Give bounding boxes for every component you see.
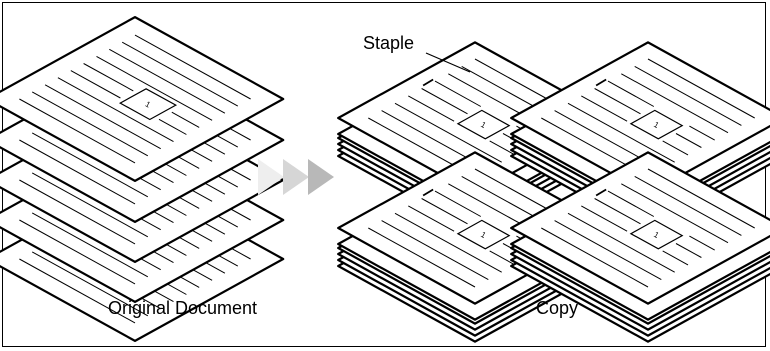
staple-mark bbox=[422, 188, 434, 197]
text-line bbox=[634, 175, 742, 236]
text-line bbox=[19, 98, 136, 164]
text-line bbox=[689, 235, 715, 251]
text-line bbox=[31, 172, 149, 238]
text-line bbox=[489, 140, 516, 156]
copy-sets: 21212121 bbox=[337, 41, 770, 343]
text-line bbox=[662, 140, 689, 156]
page-number-box bbox=[629, 219, 684, 250]
text-line bbox=[19, 179, 136, 245]
text-line bbox=[381, 220, 489, 281]
staple-mark bbox=[595, 78, 607, 87]
text-line bbox=[57, 77, 174, 143]
staple-mark bbox=[422, 78, 434, 87]
text-line bbox=[109, 48, 226, 114]
original-document-label: Original Document bbox=[108, 298, 258, 318]
text-line bbox=[394, 102, 502, 163]
text-line bbox=[31, 91, 149, 157]
text-line bbox=[607, 190, 655, 217]
process-arrows bbox=[258, 159, 334, 195]
text-line bbox=[421, 88, 468, 115]
text-line bbox=[621, 73, 729, 134]
page-number-box bbox=[118, 88, 178, 121]
text-line bbox=[31, 132, 149, 198]
text-line bbox=[434, 80, 482, 107]
text-line bbox=[394, 212, 502, 273]
text-line bbox=[594, 88, 641, 115]
page-number-box bbox=[456, 109, 511, 140]
staple-leader-line bbox=[425, 52, 471, 73]
text-line bbox=[541, 227, 649, 288]
original-page-1: 1 bbox=[0, 16, 285, 182]
text-line bbox=[581, 205, 628, 232]
text-line bbox=[171, 111, 200, 128]
arrow-chevron-3 bbox=[308, 159, 334, 195]
text-line bbox=[647, 168, 755, 229]
text-line bbox=[607, 80, 655, 107]
text-line bbox=[675, 133, 702, 148]
page-number: 1 bbox=[479, 230, 488, 240]
text-line bbox=[554, 220, 662, 281]
text-line bbox=[567, 212, 675, 273]
text-line bbox=[647, 58, 755, 119]
text-line bbox=[662, 250, 689, 266]
arrow-chevron-2 bbox=[283, 159, 309, 195]
text-line bbox=[134, 34, 251, 100]
page-number: 1 bbox=[479, 120, 488, 130]
text-line bbox=[96, 55, 213, 121]
text-line bbox=[70, 70, 121, 99]
text-line bbox=[121, 41, 239, 107]
page-number: 1 bbox=[652, 230, 661, 240]
text-line bbox=[408, 95, 455, 122]
text-line bbox=[634, 65, 742, 126]
copy-page-1: 1 bbox=[510, 151, 770, 305]
text-line bbox=[434, 190, 482, 217]
page-number-box bbox=[629, 109, 684, 140]
arrow-chevron-1 bbox=[258, 159, 284, 195]
text-line bbox=[158, 118, 187, 135]
text-line bbox=[675, 243, 702, 258]
text-line bbox=[19, 139, 136, 205]
text-line bbox=[594, 198, 641, 225]
staple-mark bbox=[595, 188, 607, 197]
text-line bbox=[31, 251, 149, 317]
text-line bbox=[83, 63, 134, 92]
page-number-box bbox=[456, 219, 511, 250]
original-document-stack: 54321 bbox=[0, 16, 285, 342]
copy-label: Copy bbox=[536, 298, 579, 318]
text-line bbox=[621, 183, 729, 244]
text-line bbox=[567, 102, 675, 163]
text-line bbox=[421, 198, 468, 225]
copy-set-4: 21 bbox=[510, 151, 770, 343]
text-line bbox=[44, 84, 161, 150]
text-line bbox=[489, 250, 516, 266]
text-line bbox=[581, 95, 628, 122]
staple-label: Staple bbox=[363, 33, 415, 53]
text-line bbox=[19, 258, 136, 324]
text-line bbox=[408, 205, 455, 232]
text-line bbox=[689, 125, 715, 141]
text-line bbox=[368, 227, 476, 288]
text-line bbox=[19, 219, 136, 285]
page-number: 1 bbox=[652, 120, 661, 130]
page-number: 1 bbox=[144, 100, 153, 110]
text-line bbox=[31, 212, 149, 278]
